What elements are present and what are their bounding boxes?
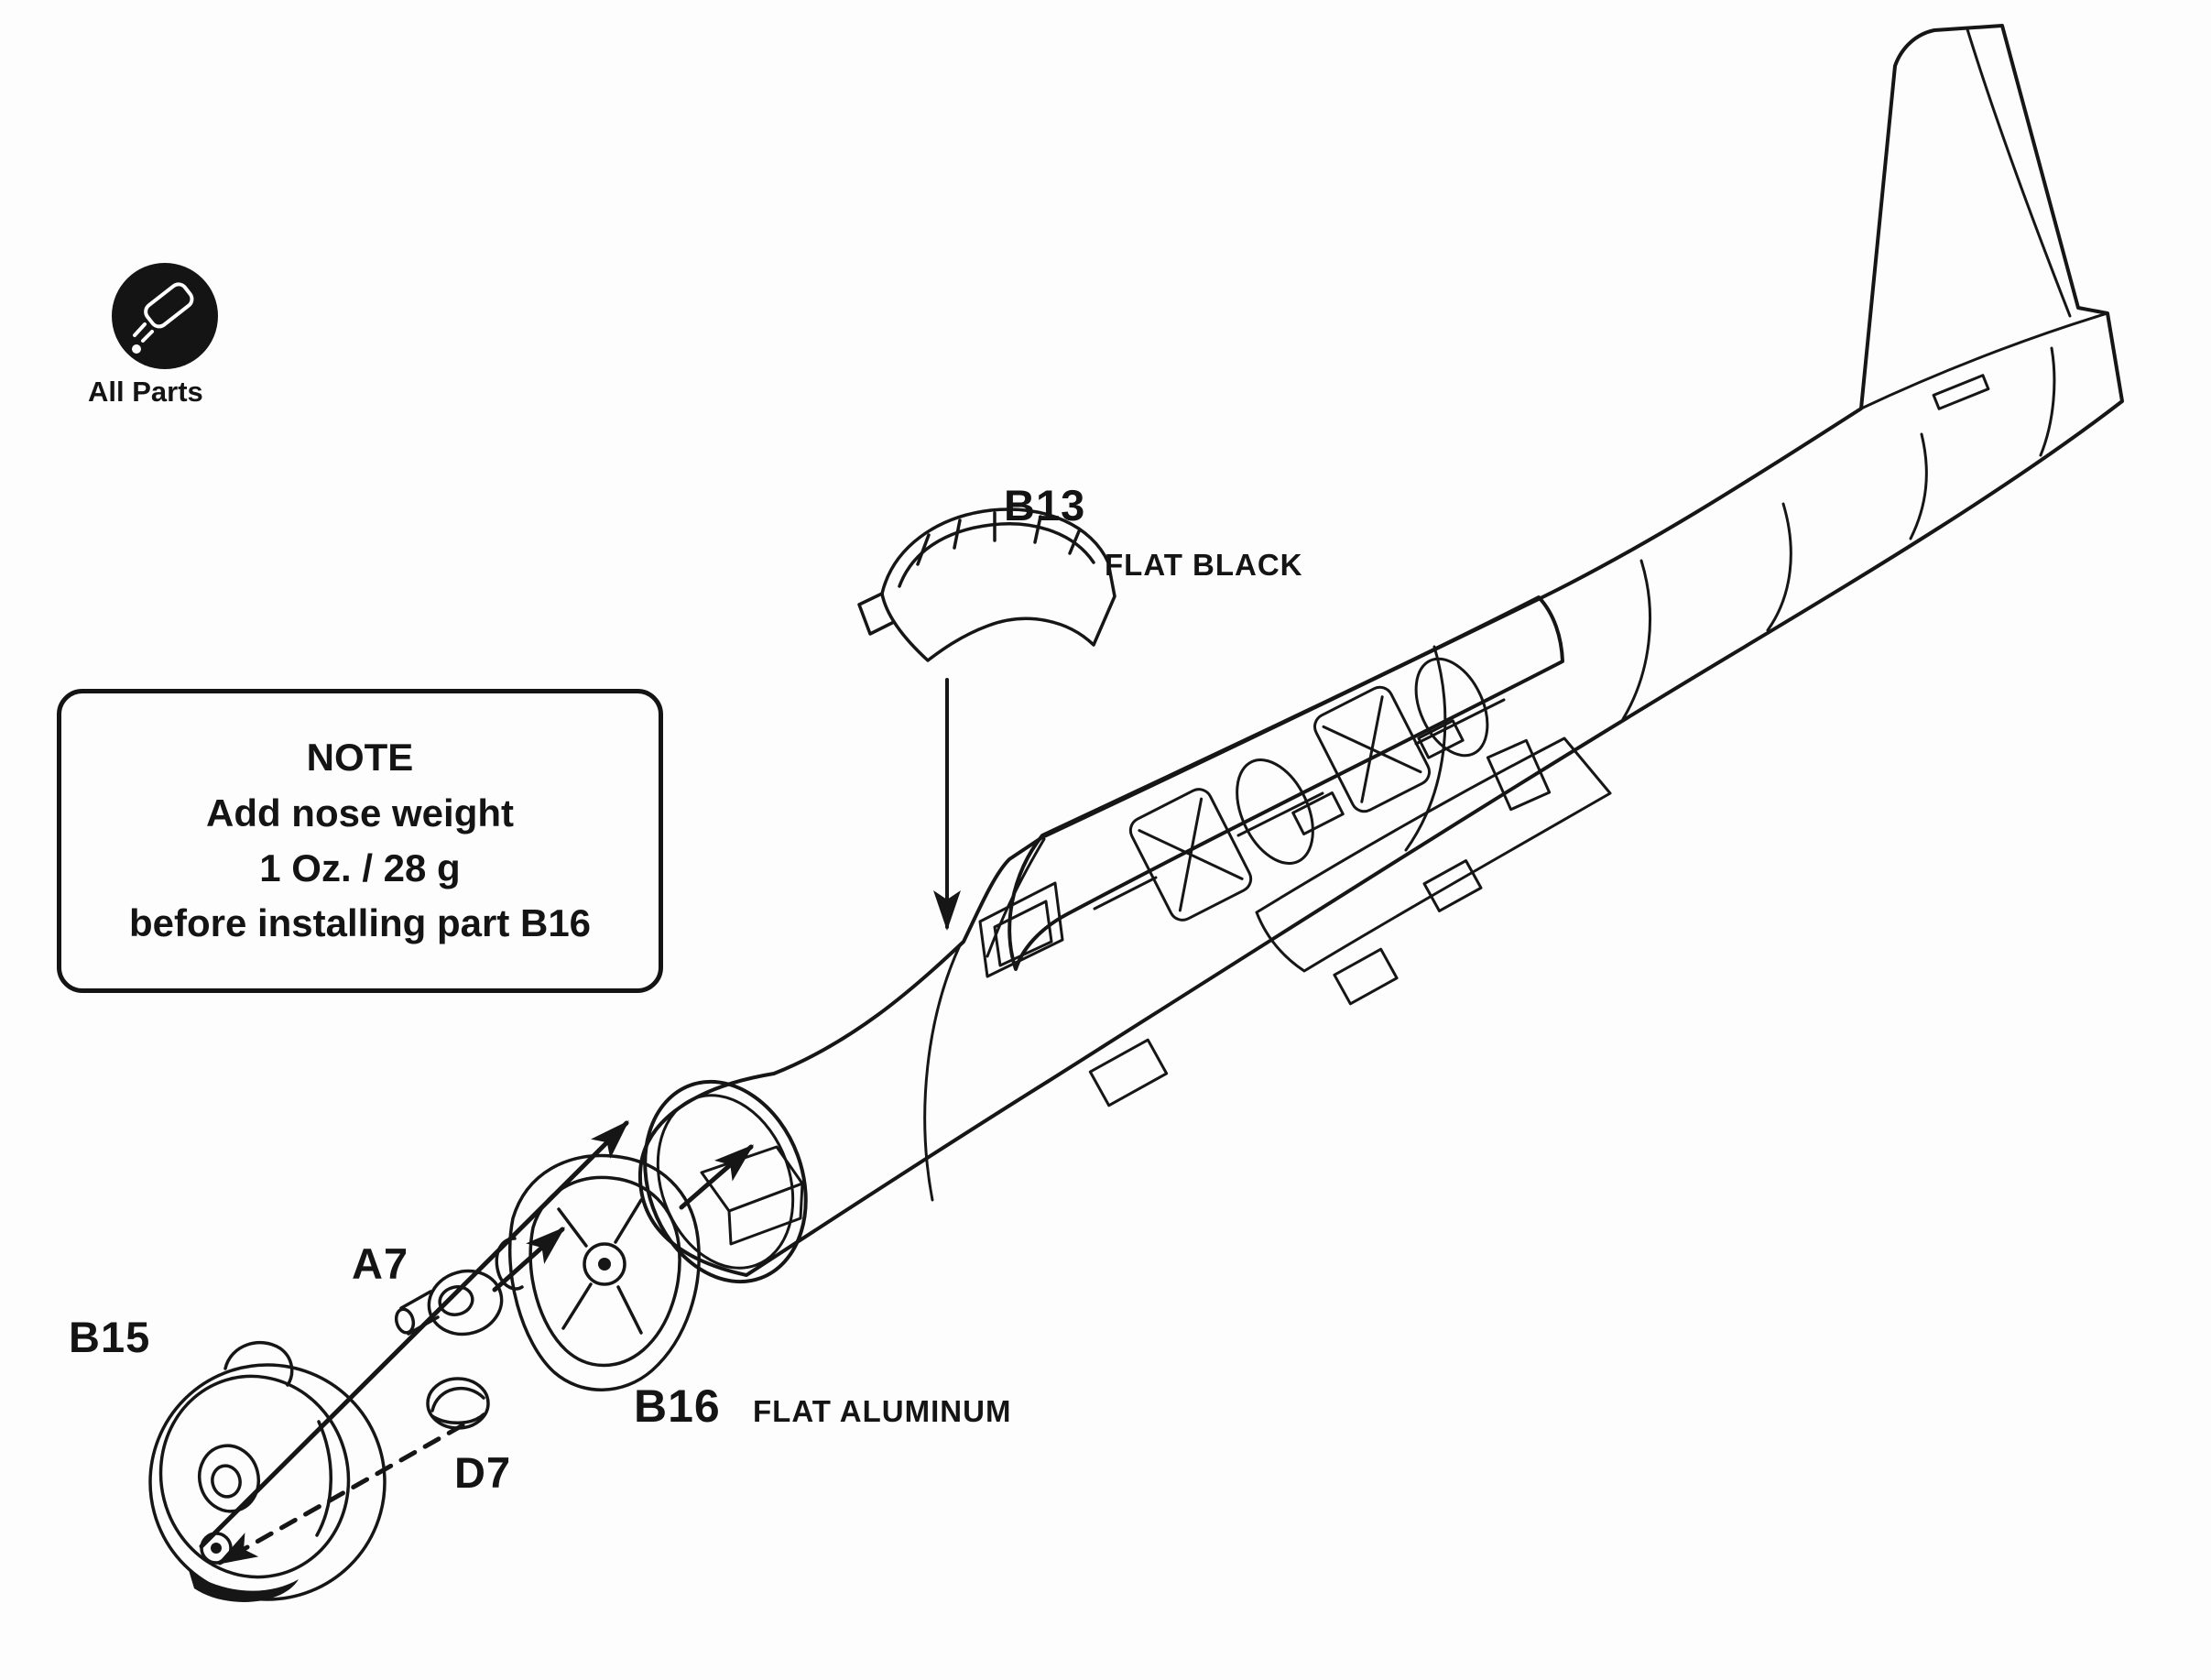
all-parts-label: All Parts — [88, 376, 203, 408]
note-line-2: 1 Oz. / 28 g — [259, 846, 461, 889]
fuselage-drawing — [637, 24, 2124, 1284]
part-b13-drawing — [857, 507, 1116, 662]
note-line-3: before installing part B16 — [128, 901, 592, 945]
note-box: NOTE Add nose weight 1 Oz. / 28 g before… — [57, 689, 663, 993]
roll-frame-front — [1236, 758, 1314, 865]
part-label-d7: D7 — [454, 1448, 512, 1497]
cockpit-interior — [978, 595, 1564, 978]
instrument-panel — [978, 881, 1064, 978]
assembly-arrows — [199, 678, 961, 1565]
note-line-1: Add nose weight — [206, 791, 514, 835]
part-d7-drawing — [426, 1377, 490, 1430]
spinner-scoop — [223, 1340, 294, 1387]
fuselage-hatches — [1088, 374, 1990, 1107]
intake-shadow — [189, 1570, 299, 1602]
arrow-b16-to-nose — [679, 1144, 755, 1210]
part-label-b13: B13 — [1004, 481, 1086, 529]
nose-opening — [643, 1079, 808, 1284]
part-b15-drawing — [148, 1340, 387, 1602]
arrow-d7-dashed — [216, 1423, 465, 1565]
rudder-hinge-line — [1966, 27, 2072, 318]
part-label-a7: A7 — [352, 1239, 409, 1288]
wing-fairing-line — [1255, 736, 1612, 973]
rear-seat — [1313, 685, 1431, 813]
finish-label-flat-black: FLAT BLACK — [1105, 548, 1303, 582]
part-label-b15: B15 — [69, 1313, 151, 1361]
note-title: NOTE — [306, 736, 414, 780]
finish-label-flat-aluminum: FLAT ALUMINUM — [753, 1394, 1012, 1428]
arrow-a7-to-b16 — [492, 1227, 565, 1293]
front-seat — [1128, 788, 1253, 922]
roll-frame-rear — [1414, 657, 1489, 758]
part-a7-drawing — [394, 1269, 504, 1336]
glue-tube-icon — [112, 263, 218, 369]
arrow-b15-axis-to-nose — [199, 1120, 629, 1549]
part-label-b16: B16 — [634, 1380, 721, 1432]
